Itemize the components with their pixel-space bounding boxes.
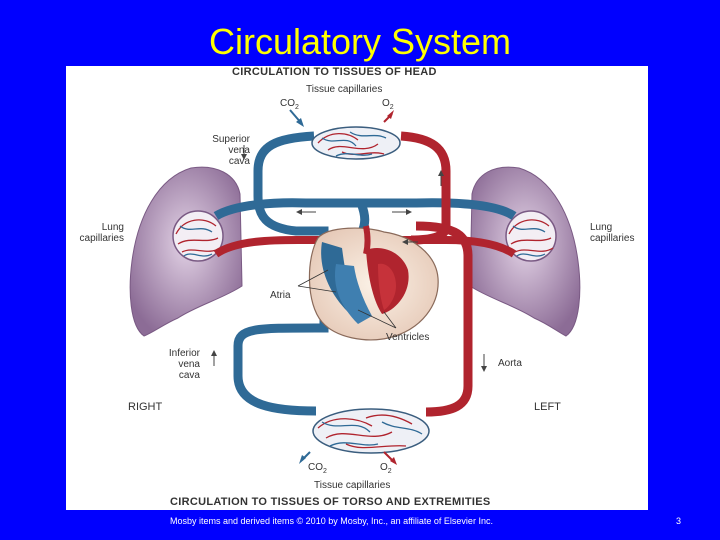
head-capillary-bed: [311, 126, 401, 160]
inferior-vena-cava-label: Inferior vena cava: [168, 348, 200, 381]
top-o2-label: O2: [382, 98, 394, 111]
inferior-vena-cava: [233, 306, 329, 416]
slide-title: Circulatory System: [208, 21, 512, 62]
heart: [308, 225, 439, 341]
bottom-co2-label: CO2: [308, 462, 327, 475]
atria-label: Atria: [270, 290, 291, 301]
superior-vena-cava-label: Superior vena cava: [212, 134, 250, 167]
circulation-diagram: CIRCULATION TO TISSUES OF HEAD Tissue ca…: [66, 66, 648, 510]
left-lung-capillary-bed: [172, 210, 224, 262]
superior-vena-cava: [253, 131, 329, 246]
top-caption: CIRCULATION TO TISSUES OF HEAD: [232, 66, 437, 78]
top-tissue-label: Tissue capillaries: [306, 84, 383, 95]
torso-capillary-bed: [312, 408, 430, 454]
copyright-footer: Mosby items and derived items © 2010 by …: [170, 516, 493, 526]
aorta-upper: [400, 131, 451, 245]
ventricles-label: Ventricles: [386, 332, 430, 343]
circulation-artwork: [129, 109, 581, 465]
aorta-lower: [415, 221, 473, 417]
top-co2-label: CO2: [280, 98, 299, 111]
right-lung-capillary-bed: [505, 210, 557, 262]
left-lung-capillaries-label: Lung capillaries: [79, 222, 124, 244]
left-side-label: LEFT: [534, 401, 561, 413]
right-side-label: RIGHT: [128, 401, 163, 413]
aorta-label: Aorta: [498, 358, 522, 369]
bottom-tissue-label: Tissue capillaries: [314, 480, 391, 491]
right-lung-capillaries-label: Lung capillaries: [590, 222, 635, 244]
bottom-o2-label: O2: [380, 462, 392, 475]
page-number: 3: [676, 516, 682, 526]
bottom-caption: CIRCULATION TO TISSUES OF TORSO AND EXTR…: [170, 496, 491, 508]
